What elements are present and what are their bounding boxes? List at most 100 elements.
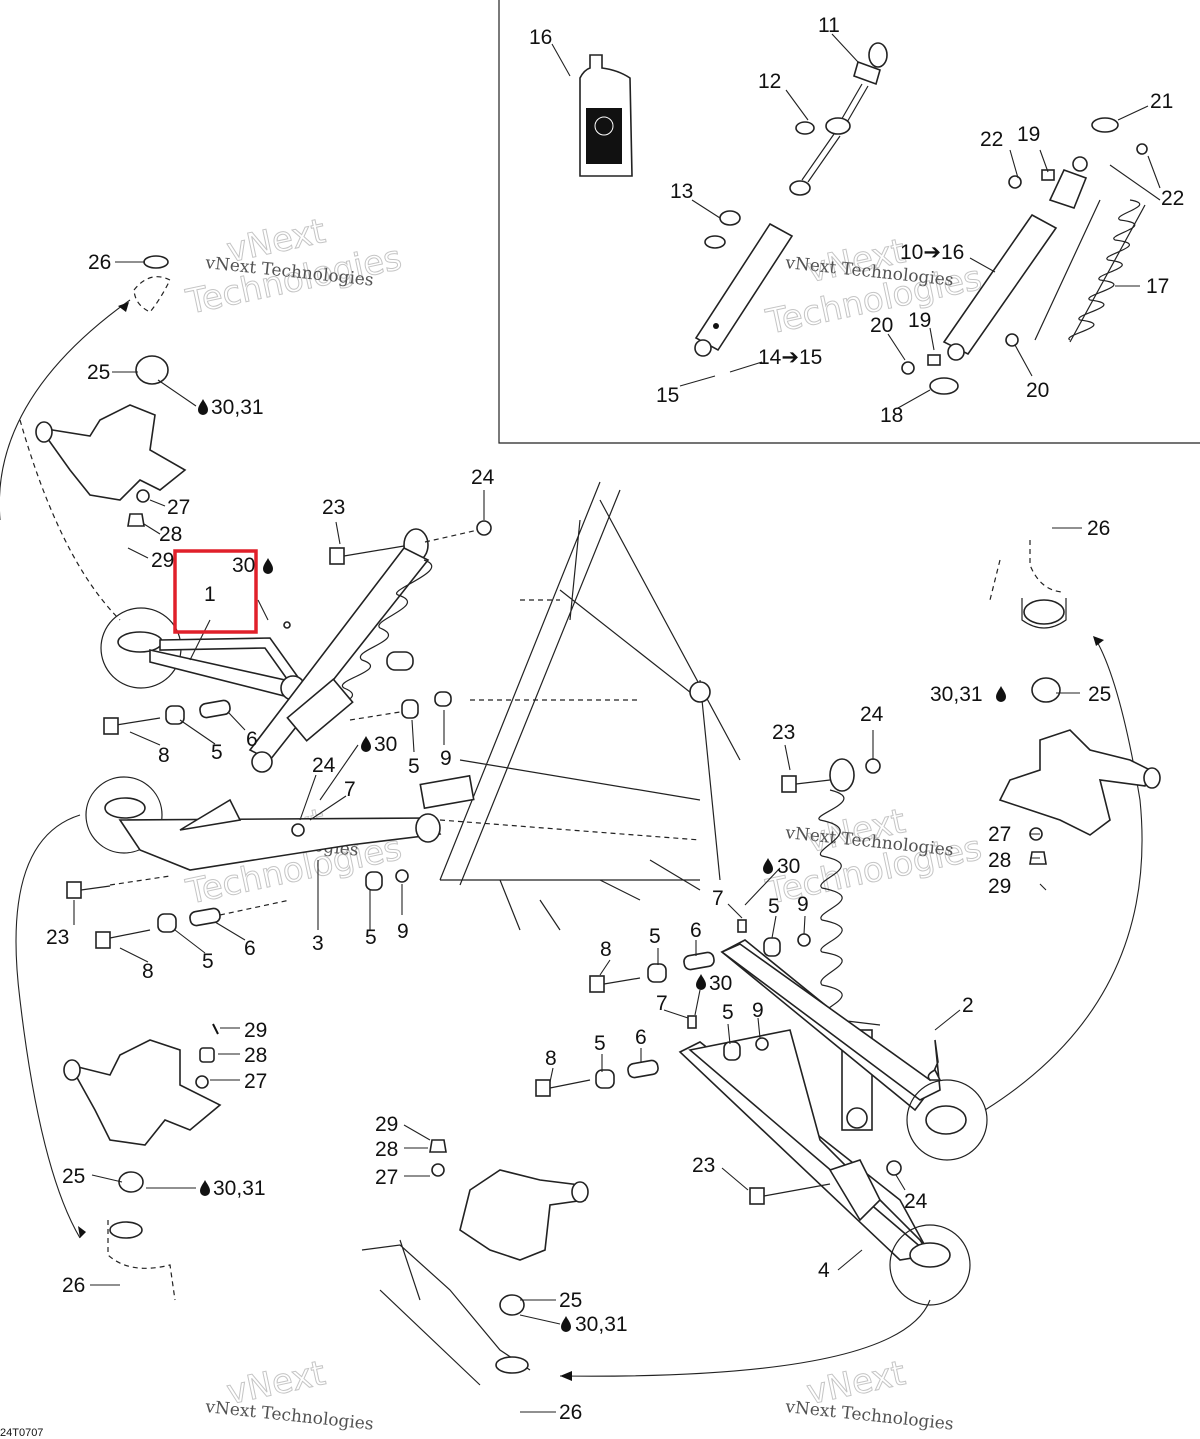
callout-label: 30	[777, 855, 800, 878]
shock-detail-inset	[498, 0, 1200, 444]
callout-label: 21	[1150, 90, 1173, 113]
callout-label: 16	[529, 26, 552, 49]
oil-drop-icon	[561, 1316, 571, 1332]
callout-label: 20	[1026, 379, 1049, 402]
callout-label: 1	[204, 583, 216, 606]
callout-label: 5	[594, 1032, 606, 1055]
callout-label: 8	[600, 938, 612, 961]
callout-label: 30,31	[211, 396, 264, 419]
left-lower-arm-part	[15, 776, 442, 1239]
callout-label: 5	[211, 741, 223, 764]
callout-label: 23	[692, 1154, 715, 1177]
right-spindle-part	[989, 540, 1161, 865]
callout-label: 4	[818, 1259, 830, 1282]
callout-label: 23	[772, 721, 795, 744]
callout-label: 17	[1146, 275, 1169, 298]
watermark-group: vNext Technologies vNext Technologies vN…	[182, 211, 986, 1435]
diagram-code: 24T0707	[0, 1427, 43, 1439]
callout-label: 25	[559, 1289, 582, 1312]
callout-label: 12	[758, 70, 781, 93]
right-lower-arm-part	[559, 1029, 971, 1377]
callout-label: 23	[322, 496, 345, 519]
callout-label: 29	[151, 549, 174, 572]
callout-label: 27	[988, 823, 1011, 846]
callout-label: 5	[202, 950, 214, 973]
callout-label: 25	[87, 361, 110, 384]
callout-label: 8	[545, 1047, 557, 1070]
callout-label: 7	[712, 887, 724, 910]
callout-label: 26	[1087, 517, 1110, 540]
callout-label: 30	[232, 554, 255, 577]
callout-label: 6	[244, 937, 256, 960]
callout-label: 28	[988, 849, 1011, 872]
callout-label: 5	[408, 755, 420, 778]
callout-label: 9	[397, 920, 409, 943]
callout-label: 14➔15	[758, 346, 822, 369]
left-spindle-bottom-part	[63, 1039, 222, 1301]
callout-label: 6	[635, 1026, 647, 1049]
callout-label: 24	[904, 1190, 928, 1213]
callout-label: 27	[167, 496, 190, 519]
callout-label: 20	[870, 314, 893, 337]
callout-label: 2	[962, 994, 974, 1017]
left-shock-part	[248, 528, 433, 773]
callout-label: 30,31	[575, 1313, 628, 1336]
callout-label: 29	[375, 1113, 398, 1136]
callout-label: 28	[375, 1138, 398, 1161]
callout-label: 22	[1161, 187, 1184, 210]
arrow-right-icon	[78, 302, 1104, 1381]
highlight-box	[173, 549, 258, 634]
watermark-text: vNext Technologies	[783, 1397, 954, 1435]
right-hardware	[535, 919, 811, 1097]
callout-label: 19	[1017, 123, 1040, 146]
callout-label: 9	[752, 999, 764, 1022]
callout-label: 10➔16	[900, 241, 964, 264]
callout-label: 5	[722, 1001, 734, 1024]
left-hardware	[66, 520, 492, 949]
callout-label: 25	[1088, 683, 1111, 706]
callout-label: 27	[375, 1166, 398, 1189]
watermark-text: vNext Technologies	[203, 1397, 374, 1435]
callout-label: 24	[312, 754, 336, 777]
oil-drop-icon	[263, 558, 273, 574]
callout-label: 29	[988, 875, 1011, 898]
oil-drop-icon	[200, 1180, 210, 1196]
callout-label: 26	[88, 251, 111, 274]
callout-label: 8	[142, 960, 154, 983]
shock-with-spring-part	[901, 117, 1148, 395]
callout-label: 30	[374, 733, 397, 756]
left-spindle-top-part	[35, 255, 187, 527]
oil-drop-icon	[763, 858, 773, 874]
callout-label: 5	[649, 925, 661, 948]
callout-label: 7	[656, 992, 668, 1015]
callout-label: 26	[62, 1274, 85, 1297]
bottom-spindle-part	[361, 1139, 589, 1386]
callout-label: 28	[244, 1044, 267, 1067]
callout-label: 11	[818, 14, 840, 37]
callout-label: 9	[797, 893, 809, 916]
callout-label: 24	[860, 703, 884, 726]
coil-spring-17	[1034, 199, 1146, 343]
callout-label: 28	[159, 523, 182, 546]
callout-labels: 16 11 12 13 21 19 22 22 10➔16 17 20 19 1…	[0, 14, 1184, 1439]
callout-label: 29	[244, 1019, 267, 1042]
callout-label: 27	[244, 1070, 267, 1093]
callout-label: 18	[880, 404, 903, 427]
callout-label: 15	[656, 384, 679, 407]
right-upper-arm-part	[720, 637, 1143, 1161]
callout-label: 26	[559, 1401, 582, 1424]
callout-label: 6	[246, 728, 258, 751]
callout-label: 9	[440, 747, 452, 770]
callout-label: 5	[365, 926, 377, 949]
callout-label: 23	[46, 926, 69, 949]
callout-label: 5	[768, 895, 780, 918]
shock-absorber-11-part	[694, 42, 888, 357]
callout-label: 3	[312, 932, 324, 955]
callout-label: 8	[158, 744, 170, 767]
callout-label: 25	[62, 1165, 85, 1188]
oil-drop-icon	[996, 686, 1006, 702]
callout-label: 24	[471, 466, 495, 489]
callout-label: 13	[670, 180, 693, 203]
vehicle-frame	[419, 481, 741, 931]
